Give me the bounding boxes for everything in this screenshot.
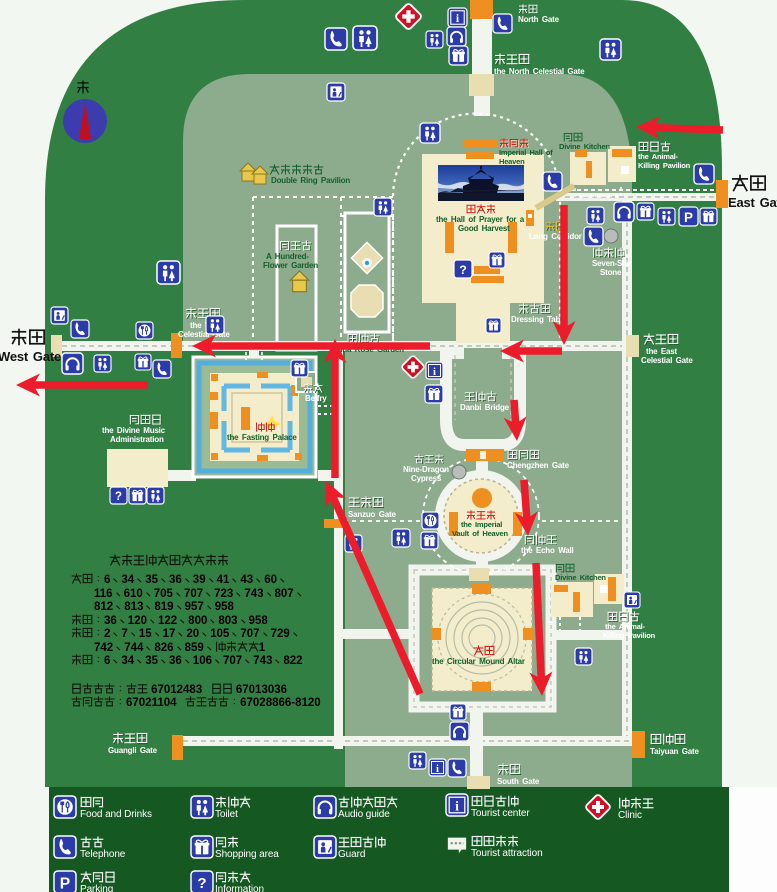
svg-text:P: P (684, 210, 693, 225)
svg-text:?: ? (459, 263, 467, 277)
svg-text:i: i (456, 11, 460, 25)
svg-text:i: i (433, 367, 436, 378)
svg-text:?: ? (115, 490, 122, 503)
svg-text:i: i (436, 764, 439, 775)
svg-text:?: ? (197, 875, 206, 892)
svg-text:i: i (455, 799, 459, 814)
svg-text:P: P (60, 875, 70, 892)
